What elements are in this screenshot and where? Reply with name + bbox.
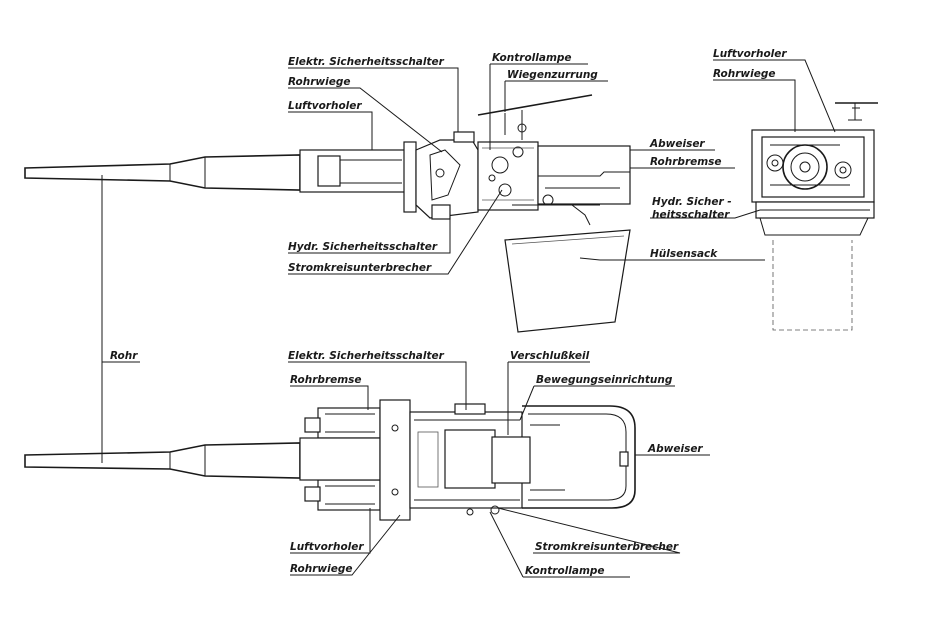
label-side-hydr-sicherheitsschalter: Hydr. Sicherheitsschalter xyxy=(288,241,438,253)
label-top-bewegungseinrichtung: Bewegungseinrichtung xyxy=(536,374,673,386)
label-top-kontrollampe: Kontrollampe xyxy=(525,565,605,577)
label-top-abweiser: Abweiser xyxy=(647,443,703,455)
labels: Elektr. Sicherheitsschalter Kontrollampe… xyxy=(110,48,787,577)
label-top-rohrbremse: Rohrbremse xyxy=(290,374,362,386)
label-front-hydr-sicher-2: heitsschalter xyxy=(652,209,730,221)
label-side-kontrollampe: Kontrollampe xyxy=(492,52,572,64)
label-top-elektr-sicherheitsschalter: Elektr. Sicherheitsschalter xyxy=(288,350,445,362)
side-abweiser xyxy=(537,145,631,205)
label-top-luftvorholer: Luftvorholer xyxy=(290,541,364,553)
top-rohrbremse xyxy=(317,407,381,439)
top-verschlusskeil xyxy=(491,436,531,484)
label-side-rohrbremse: Rohrbremse xyxy=(650,156,722,168)
top-barrel xyxy=(24,442,301,479)
front-view xyxy=(751,102,878,331)
top-abweiser xyxy=(522,405,636,509)
label-top-stromkreisunterbrecher: Stromkreisunterbrecher xyxy=(535,541,679,553)
label-top-rohrwiege: Rohrwiege xyxy=(290,563,353,575)
front-huelsensack xyxy=(772,240,853,331)
top-luftvorholer xyxy=(317,479,381,511)
side-barrel xyxy=(24,154,301,191)
side-huelsensack xyxy=(504,229,631,333)
label-side-luftvorholer: Luftvorholer xyxy=(288,100,362,112)
label-front-rohrwiege: Rohrwiege xyxy=(713,68,776,80)
front-luftvorholer xyxy=(766,154,784,172)
label-front-luftvorholer: Luftvorholer xyxy=(713,48,787,60)
side-luftvorholer xyxy=(299,149,406,193)
label-top-verschlusskeil: Verschlußkeil xyxy=(510,350,590,362)
label-front-hydr-sicher-1: Hydr. Sicher - xyxy=(652,196,732,208)
label-side-huelsensack: Hülsensack xyxy=(650,248,718,260)
top-view xyxy=(24,399,636,521)
label-side-stromkreisunterbrecher: Stromkreisunterbrecher xyxy=(288,262,432,274)
side-breech xyxy=(477,141,539,211)
label-side-elektr-sicherheitsschalter: Elektr. Sicherheitsschalter xyxy=(288,56,445,68)
label-side-abweiser: Abweiser xyxy=(649,138,705,150)
side-view xyxy=(24,94,631,333)
label-side-rohrwiege: Rohrwiege xyxy=(288,76,351,88)
label-side-wiegenzurrung: Wiegenzurrung xyxy=(507,69,598,81)
top-rohrwiege xyxy=(379,399,411,521)
label-rohr: Rohr xyxy=(110,350,138,362)
leader-lines xyxy=(102,59,836,578)
